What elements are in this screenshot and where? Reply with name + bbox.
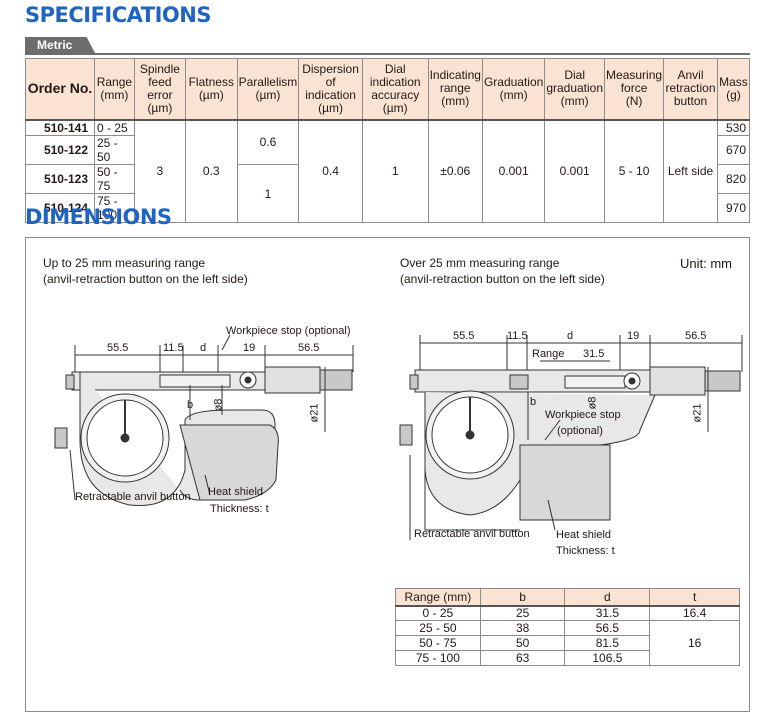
right-heat-shield-label: Heat shield — [556, 529, 612, 541]
dims-range-cell: 0 - 25 — [395, 605, 481, 621]
header-parallelism: Parallelism(µm) — [236, 58, 300, 120]
left-heat-shield-label: Heat shield — [208, 486, 264, 498]
left-thickness-label: Thickness: t — [210, 503, 269, 515]
spindle-feed-error-cell: 3 — [133, 118, 186, 223]
dims-t-merged-cell: 16 — [649, 620, 740, 666]
header-order-no: Order No. — [25, 58, 95, 120]
mass-cell: 970 — [716, 193, 751, 223]
order-no-cell: 510-123 — [25, 164, 95, 194]
dims-b-cell: 25 — [479, 605, 566, 621]
order-no-cell: 510-124 — [25, 193, 95, 223]
dimensions-panel — [25, 237, 750, 712]
dims-header-b: b — [479, 588, 566, 607]
left-dim-phi8: ø8 — [212, 398, 225, 412]
metric-tab: Metric — [25, 37, 95, 53]
left-dim-b: b — [187, 399, 194, 411]
left-dim-d: d — [200, 342, 207, 354]
table-row: 510-123 50 - 75 1 820 — [25, 164, 751, 223]
right-thickness-label: Thickness: t — [556, 545, 615, 557]
order-no-cell: 510-122 — [25, 135, 95, 165]
right-micrometer-drawing — [399, 335, 743, 540]
dial-graduation-cell: 0.001 — [544, 118, 606, 223]
mass-cell: 530 — [716, 118, 751, 136]
anvil-retraction-cell: Left side — [663, 118, 718, 223]
left-title-line-1: Up to 25 mm measuring range — [43, 256, 206, 270]
indicating-range-cell: ±0.06 — [427, 118, 483, 223]
header-mass: Mass(g) — [716, 58, 751, 120]
dims-header-row: Range (mm) b d t — [395, 588, 740, 607]
right-retractable-label: Retractable anvil button — [414, 528, 530, 540]
right-dim-55-5: 55.5 — [453, 330, 475, 342]
left-dim-56-5: 56.5 — [298, 342, 320, 354]
graduation-cell: 0.001 — [481, 118, 546, 223]
left-retractable-label: Retractable anvil button — [75, 491, 191, 503]
table-row: 75 - 100 63 106.5 — [395, 650, 740, 666]
dims-d-cell: 81.5 — [564, 635, 651, 651]
right-workpiece-stop-label-2: (optional) — [557, 425, 603, 437]
dims-b-cell: 38 — [479, 620, 566, 636]
header-flatness: Flatness(µm) — [184, 58, 238, 120]
measuring-force-cell: 5 - 10 — [604, 118, 665, 223]
flatness-cell: 0.3 — [184, 118, 238, 223]
range-cell: 25 - 50 — [94, 135, 135, 165]
right-dim-31-5: 31.5 — [583, 348, 605, 360]
dims-b-cell: 63 — [479, 650, 566, 666]
left-dim-11-5: 11.5 — [163, 342, 184, 354]
table-row: 510-122 25 - 50 670 — [25, 135, 751, 165]
right-dim-b: b — [530, 396, 537, 408]
dimensions-table: Range (mm) b d t 0 - 25 25 31.5 16.4 25 … — [395, 588, 740, 666]
dims-range-cell: 75 - 100 — [395, 650, 481, 666]
right-dim-phi21: ø21 — [691, 403, 704, 423]
mass-cell: 670 — [716, 135, 751, 165]
metric-divider — [25, 53, 750, 55]
range-cell: 50 - 75 — [94, 164, 135, 194]
unit-label: Unit: mm — [680, 256, 732, 271]
dims-d-cell: 31.5 — [564, 605, 651, 621]
left-title-line-2: (anvil-retraction button on the left sid… — [43, 272, 248, 286]
range-cell: 75 - 100 — [94, 193, 135, 223]
right-range-label: Range — [532, 348, 565, 360]
dims-d-cell: 56.5 — [564, 620, 651, 636]
right-title-line-1: Over 25 mm measuring range — [400, 256, 560, 270]
right-title-line-2: (anvil-retraction button on the left sid… — [400, 272, 605, 286]
right-dim-56-5: 56.5 — [685, 330, 707, 342]
dims-range-cell: 25 - 50 — [395, 620, 481, 636]
dims-d-cell: 106.5 — [564, 650, 651, 666]
left-dim-19: 19 — [243, 342, 256, 354]
table-row: 510-124 75 - 100 970 — [25, 193, 751, 223]
dims-header-range: Range (mm) — [395, 588, 481, 607]
header-graduation: Graduation(mm) — [481, 58, 546, 120]
table-row: 510-141 0 - 25 3 0.3 0.6 0.4 1 ±0.06 0.0… — [25, 118, 751, 223]
parallelism-cell-a: 0.6 — [236, 118, 300, 165]
left-micrometer-drawing — [54, 334, 354, 507]
left-dim-55-5: 55.5 — [107, 342, 129, 354]
header-range: Range(mm) — [94, 58, 135, 120]
right-workpiece-stop-label-1: Workpiece stop — [545, 409, 621, 421]
parallelism-cell-b: 1 — [236, 164, 300, 223]
specifications-heading: SPECIFICATIONS — [25, 3, 211, 27]
left-dim-phi21: ø21 — [308, 403, 321, 423]
left-workpiece-stop-label: Workpiece stop (optional) — [226, 325, 351, 337]
dims-header-t: t — [649, 588, 740, 607]
dims-t-cell: 16.4 — [649, 605, 740, 621]
dimensions-heading: DIMENSIONS — [25, 205, 172, 229]
dims-header-d: d — [564, 588, 651, 607]
right-dim-19: 19 — [627, 330, 640, 342]
right-dim-d: d — [567, 330, 574, 342]
table-row: 0 - 25 25 31.5 16.4 — [395, 605, 740, 621]
dims-b-cell: 50 — [479, 635, 566, 651]
right-dim-11-5: 11.5 — [507, 330, 528, 342]
table-row: 25 - 50 38 56.5 16 — [395, 620, 740, 666]
dims-range-cell: 50 - 75 — [395, 635, 481, 651]
